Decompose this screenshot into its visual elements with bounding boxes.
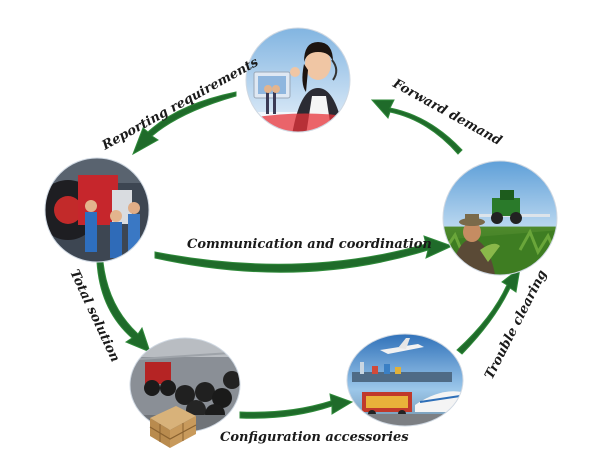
arrow-trouble-clearing	[456, 266, 521, 355]
arrow-configuration	[239, 393, 354, 419]
arrow-communication	[154, 235, 454, 273]
label-reporting-requirements: Reporting requirements	[99, 55, 262, 154]
arrows	[96, 91, 521, 419]
node-transport	[346, 333, 464, 427]
node-workshop	[44, 157, 150, 263]
wooden-crate-icon	[149, 406, 197, 448]
label-configuration-accessories: Configuration accessories	[220, 430, 409, 445]
arrow-forward-demand	[370, 99, 463, 155]
label-communication: Communication and coordination	[187, 237, 432, 252]
arrow-total-solution	[96, 261, 151, 353]
node-call-center	[245, 27, 351, 133]
arrow-reporting-requirements	[132, 91, 237, 156]
node-farmer	[442, 160, 558, 276]
